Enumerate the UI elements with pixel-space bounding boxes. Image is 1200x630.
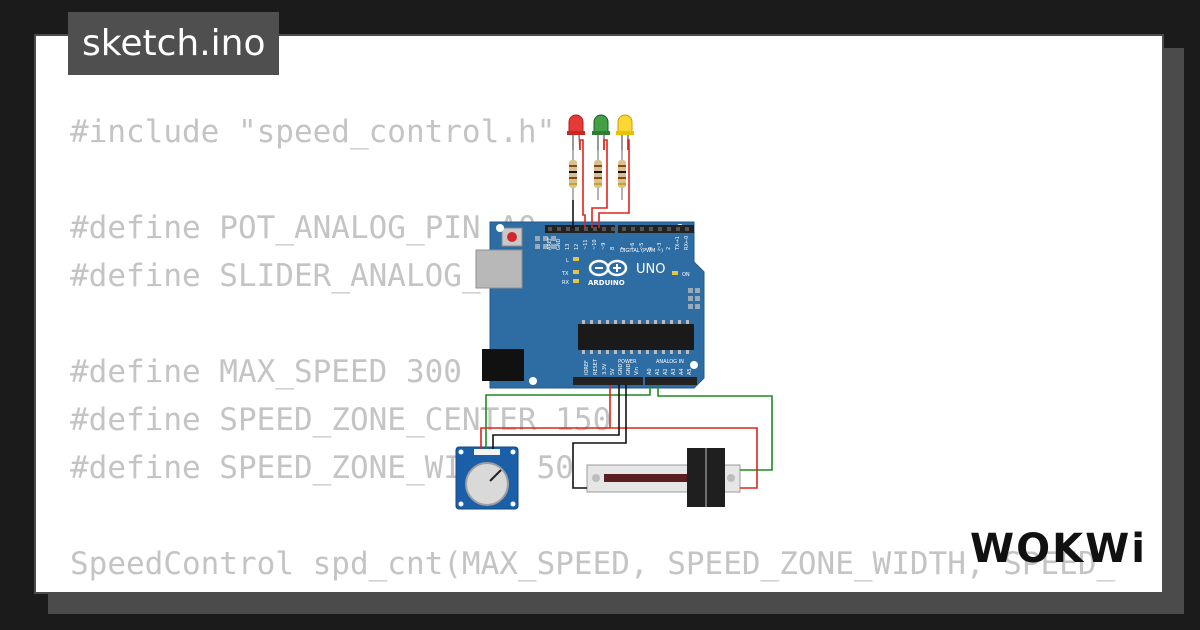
pin-label: ~10 <box>592 239 598 250</box>
pin-label: 8 <box>610 247 616 250</box>
bottom-wires <box>480 385 773 489</box>
code-editor: #include "speed_control.h" #define POT_A… <box>70 108 1115 588</box>
on-label: ON <box>682 272 690 278</box>
wokwi-logo-text: WOKWi <box>970 526 1147 572</box>
led-label-rx: RX <box>562 280 569 286</box>
pin-label: ~6 <box>630 243 636 250</box>
power-pin-label: IOREF <box>584 360 590 375</box>
power-pin-label: 3.3V <box>602 363 608 375</box>
pin-label: ~9 <box>601 243 607 250</box>
power-jack <box>482 349 524 381</box>
pin-label: GND <box>556 238 562 250</box>
led-yellow[interactable] <box>616 114 634 150</box>
pin-label: TX→1 <box>675 236 681 251</box>
resistor[interactable] <box>618 150 626 200</box>
pin-label: 2 <box>666 247 672 250</box>
pin-label: 12 <box>574 244 580 250</box>
analog-pin-label: A5 <box>687 368 693 375</box>
digital-header <box>545 225 615 233</box>
analog-pin-label: A1 <box>655 368 661 375</box>
resistor[interactable] <box>569 150 577 200</box>
pin-label: 7 <box>621 247 627 250</box>
arduino-logo <box>588 259 628 277</box>
code-line: #define SPEED_ZONE_CENTER 150 <box>70 402 612 438</box>
pin-label: RX←0 <box>684 236 690 250</box>
pin-label: ~3 <box>657 243 663 250</box>
wokwi-logo: WOKWi <box>970 526 1147 572</box>
digital-header-label: DIGITAL (PWM ~) <box>620 248 663 254</box>
arduino-uno-board[interactable]: AREF GND 13 12 ~11 ~10 ~9 8 7 ~6 ~5 4 ~3… <box>475 221 705 389</box>
analog-pin-label: A2 <box>663 368 669 375</box>
code-line: #include "speed_control.h" <box>70 114 556 150</box>
analog-pin-label: A3 <box>671 368 677 375</box>
potentiometer[interactable] <box>455 446 519 510</box>
code-line: #define SLIDER_ANALOG_ <box>70 258 481 294</box>
slider-handle[interactable] <box>687 448 725 507</box>
resistor[interactable] <box>594 150 602 200</box>
analog-pin-label: A4 <box>679 368 685 375</box>
analog-header <box>645 377 697 385</box>
board-brand: ARDUINO <box>588 279 625 287</box>
code-line: #define MAX_SPEED 300 <box>70 354 462 390</box>
analog-header-label: ANALOG IN <box>656 359 684 365</box>
pin-label: AREF <box>547 237 553 250</box>
power-pin-label: GND <box>626 363 632 375</box>
power-pin-label: Vin <box>634 367 640 375</box>
microcontroller-chip <box>578 320 694 354</box>
digital-header <box>618 225 694 233</box>
analog-pin-label: A0 <box>647 368 653 375</box>
power-header <box>573 377 643 385</box>
file-tab[interactable]: sketch.ino <box>68 12 280 75</box>
power-pin-label: RESET <box>593 358 599 375</box>
pin-label: 13 <box>565 244 571 250</box>
led-label-tx: TX <box>561 271 569 277</box>
power-pin-label: 5V <box>610 368 616 375</box>
pin-label: 4 <box>648 247 654 250</box>
led-label-l: L <box>566 258 569 264</box>
slide-potentiometer[interactable] <box>586 448 741 507</box>
reset-button[interactable] <box>501 227 523 247</box>
usb-port <box>475 249 523 289</box>
led-wires <box>572 139 630 228</box>
icsp-header <box>535 236 700 309</box>
pin-label: ~5 <box>639 243 645 250</box>
power-header-label: POWER <box>618 359 637 365</box>
power-pin-label: GND <box>618 363 624 375</box>
code-line: SpeedControl spd_cnt(MAX_SPEED, SPEED_ZO… <box>70 546 1116 582</box>
pin-label: ~11 <box>583 239 589 250</box>
board-model: UNO <box>636 262 665 277</box>
